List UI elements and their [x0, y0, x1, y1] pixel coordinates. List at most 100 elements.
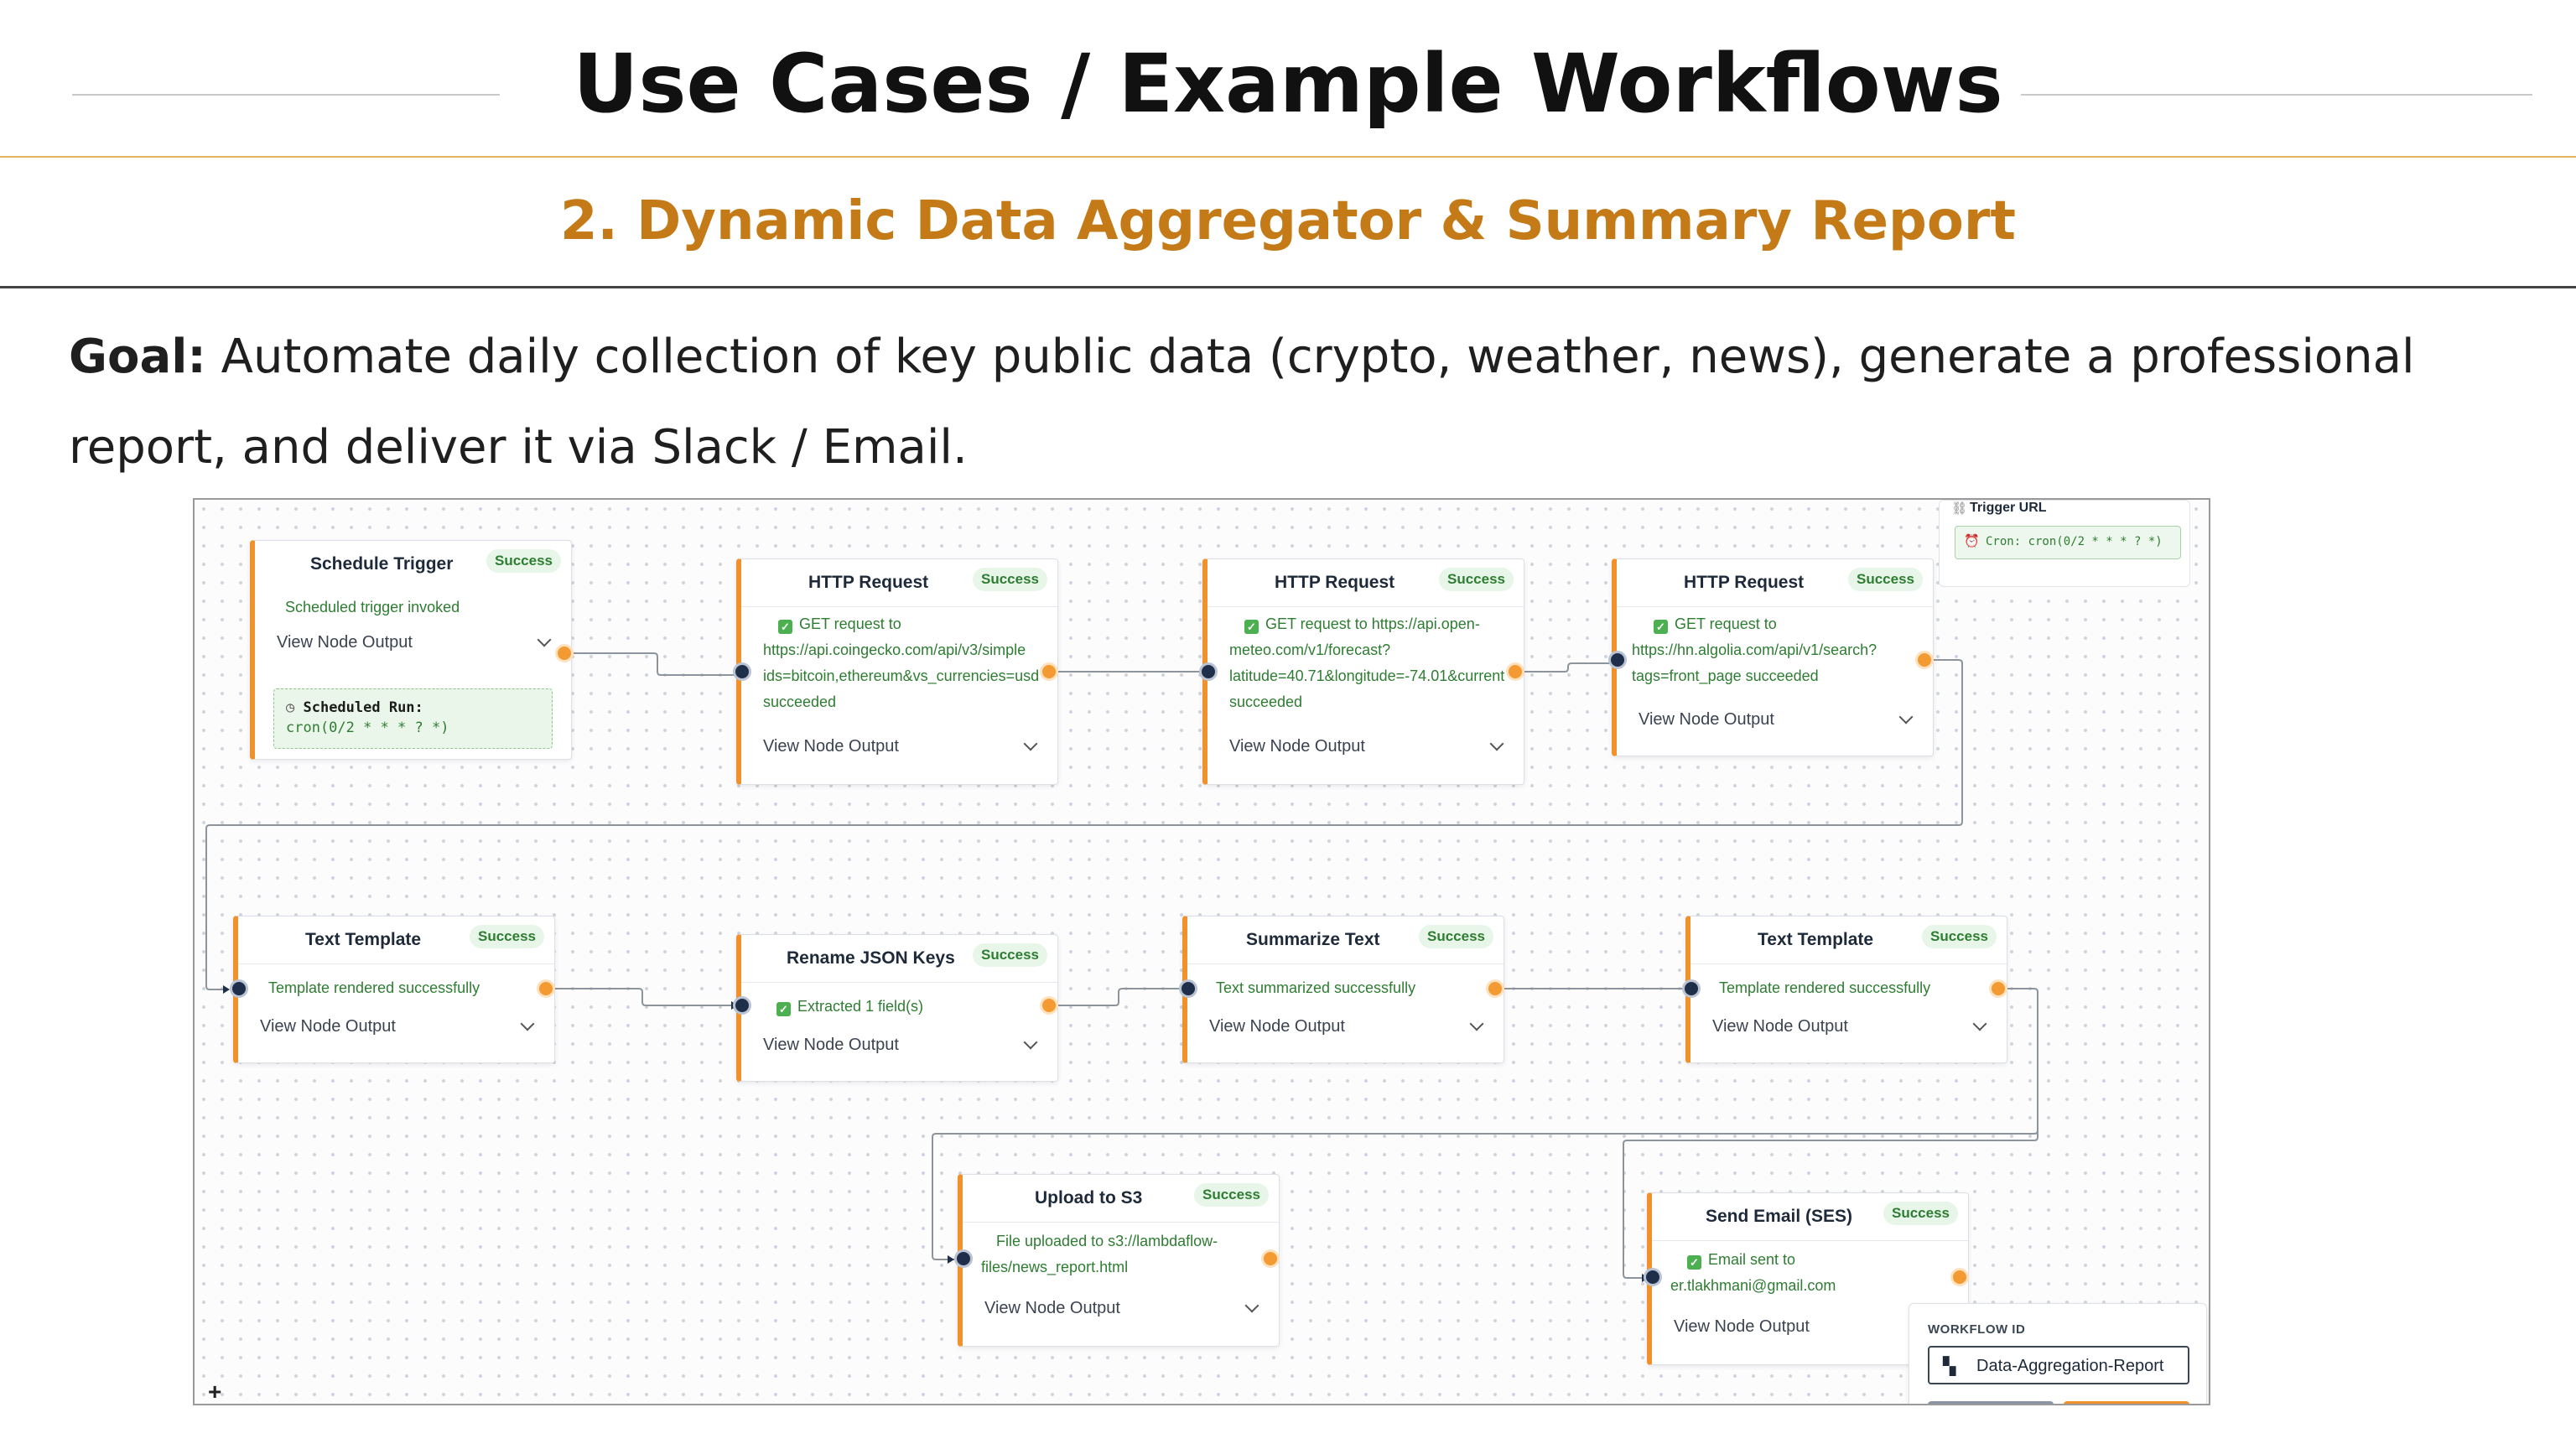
output-port[interactable]	[537, 979, 555, 998]
node-title: HTTP Request	[1275, 573, 1395, 592]
output-port[interactable]	[1989, 979, 2007, 998]
status-badge: Success	[1848, 568, 1923, 591]
view-node-output-toggle[interactable]: View Node Output	[984, 1299, 1120, 1317]
input-port[interactable]	[954, 1249, 973, 1268]
edge-text2-to-upload	[932, 988, 2038, 1260]
input-port[interactable]	[1179, 979, 1197, 998]
view-node-output-toggle[interactable]: View Node Output	[1229, 737, 1365, 756]
chevron-down-icon[interactable]	[1489, 736, 1504, 751]
scheduled-run-label: Scheduled Run:	[303, 699, 423, 716]
view-node-output-toggle[interactable]: View Node Output	[1639, 710, 1774, 729]
edge-http2-to-http3	[1514, 662, 1622, 673]
edge-text1-to-rename	[547, 988, 738, 1006]
view-node-output-toggle[interactable]: View Node Output	[763, 1036, 899, 1054]
status-badge: Success	[486, 549, 561, 573]
goal-paragraph: Goal: Automate daily collection of key p…	[69, 312, 2517, 493]
node-status: Scheduled trigger invoked	[285, 599, 460, 615]
status-line: meteo.com/v1/forecast?	[1229, 641, 1391, 658]
status-badge: Success	[973, 943, 1047, 967]
input-port[interactable]	[1608, 651, 1627, 669]
output-port[interactable]	[1486, 979, 1504, 998]
node-title: Text Template	[1758, 930, 1874, 949]
status-line: https://api.coingecko.com/api/v3/simple	[763, 641, 1026, 658]
panel-button-gray[interactable]	[1928, 1401, 2054, 1404]
chevron-down-icon[interactable]	[1898, 709, 1914, 724]
view-node-output-toggle[interactable]: View Node Output	[277, 633, 413, 652]
node-title: Schedule Trigger	[310, 554, 454, 574]
panel-button-orange[interactable]	[2064, 1401, 2189, 1404]
workflow-canvas[interactable]: ⛓ Trigger URL ⏰ Cron: cron(0/2 * * * ? *…	[193, 498, 2210, 1405]
node-title: HTTP Request	[1684, 573, 1805, 592]
chevron-down-icon[interactable]	[1023, 736, 1038, 751]
node-title: Rename JSON Keys	[787, 948, 955, 968]
alarm-icon: ⏰	[1964, 534, 1980, 548]
edge-text2-to-email	[1623, 1130, 2038, 1279]
workflow-tree-icon: ▚	[1943, 1358, 1956, 1376]
output-port[interactable]	[1040, 662, 1058, 681]
node-title: HTTP Request	[808, 573, 929, 592]
status-line: ✓GET request to	[1632, 611, 1928, 637]
node-title: Text Template	[305, 930, 422, 949]
view-node-output-toggle[interactable]: View Node Output	[1209, 1017, 1345, 1036]
view-node-output-toggle[interactable]: View Node Output	[763, 737, 899, 756]
chevron-down-icon[interactable]	[1023, 1035, 1038, 1050]
status-line: File uploaded to s3://lambdaflow-	[996, 1233, 1218, 1249]
input-port[interactable]	[1682, 979, 1701, 998]
node-status: ✓Extracted 1 field(s)	[776, 994, 1049, 1020]
chevron-down-icon[interactable]	[1972, 1016, 1987, 1031]
node-text-template-1[interactable]: Text Template Success Template rendered …	[233, 916, 555, 1063]
node-header: Rename JSON Keys Success	[741, 935, 1057, 983]
node-header: HTTP Request Success	[741, 559, 1057, 607]
node-header: Summarize Text Success	[1187, 917, 1504, 964]
node-rename-json-keys[interactable]: Rename JSON Keys Success ✓Extracted 1 fi…	[736, 934, 1058, 1082]
view-node-output-toggle[interactable]: View Node Output	[260, 1017, 396, 1036]
input-port[interactable]	[733, 662, 751, 681]
input-port[interactable]	[230, 979, 248, 998]
output-port[interactable]	[1950, 1268, 1969, 1286]
output-port[interactable]	[1915, 651, 1934, 669]
node-title: Send Email (SES)	[1706, 1207, 1853, 1226]
chevron-down-icon[interactable]	[537, 632, 552, 647]
node-http-request-open-meteo[interactable]: HTTP Request Success ✓GET request to htt…	[1202, 558, 1524, 785]
check-icon: ✓	[1687, 1255, 1701, 1270]
zoom-in-control[interactable]: +	[208, 1379, 222, 1405]
view-node-output-toggle[interactable]: View Node Output	[1712, 1017, 1848, 1036]
node-upload-s3[interactable]: Upload to S3 Success File uploaded to s3…	[958, 1174, 1280, 1347]
subtitle-band	[0, 156, 2576, 288]
slide-subtitle: 2. Dynamic Data Aggregator & Summary Rep…	[560, 190, 2016, 252]
node-http-request-coingecko[interactable]: HTTP Request Success ✓GET request to htt…	[736, 558, 1058, 785]
goal-label: Goal:	[69, 330, 206, 384]
status-line: ✓GET request to	[763, 611, 1052, 637]
node-status: Template rendered successfully	[268, 979, 480, 996]
node-header: Text Template Success	[1690, 917, 2007, 964]
node-summarize-text[interactable]: Summarize Text Success Text summarized s…	[1182, 916, 1504, 1063]
status-badge: Success	[1194, 1183, 1269, 1207]
chevron-down-icon[interactable]	[1469, 1016, 1484, 1031]
workflow-id-field[interactable]: ▚ Data-Aggregation-Report	[1928, 1346, 2189, 1384]
scheduled-run-cron: cron(0/2 * * * ? *)	[286, 719, 449, 736]
output-port[interactable]	[1261, 1249, 1280, 1268]
node-status: ✓GET request to https://api.open- meteo.…	[1229, 611, 1519, 715]
node-http-request-hn[interactable]: HTTP Request Success ✓GET request to htt…	[1612, 558, 1934, 756]
edge-schedule-to-http1	[564, 652, 766, 676]
chevron-down-icon[interactable]	[520, 1016, 535, 1031]
input-port[interactable]	[1644, 1268, 1662, 1286]
node-schedule-trigger[interactable]: Schedule Trigger Success Scheduled trigg…	[250, 540, 572, 760]
node-text-template-2[interactable]: Text Template Success Template rendered …	[1685, 916, 2007, 1063]
output-port[interactable]	[1040, 996, 1058, 1015]
status-badge: Success	[1419, 925, 1493, 948]
input-port[interactable]	[733, 996, 751, 1015]
output-port[interactable]	[1506, 662, 1524, 681]
trigger-url-panel[interactable]: ⛓ Trigger URL ⏰ Cron: cron(0/2 * * * ? *…	[1939, 500, 2190, 587]
output-port[interactable]	[555, 644, 574, 662]
check-icon: ✓	[1654, 620, 1668, 634]
status-badge: Success	[1439, 568, 1514, 591]
edge-rename-to-summarize	[1048, 988, 1194, 1006]
status-line: https://hn.algolia.com/api/v1/search?	[1632, 641, 1877, 658]
chevron-down-icon[interactable]	[1244, 1298, 1259, 1313]
node-status: ✓GET request to https://api.coingecko.co…	[763, 611, 1052, 715]
node-status: ✓GET request to https://hn.algolia.com/a…	[1632, 611, 1928, 689]
view-node-output-toggle[interactable]: View Node Output	[1674, 1317, 1810, 1336]
trigger-cron-chip: ⏰ Cron: cron(0/2 * * * ? *)	[1955, 526, 2181, 559]
input-port[interactable]	[1199, 662, 1218, 681]
